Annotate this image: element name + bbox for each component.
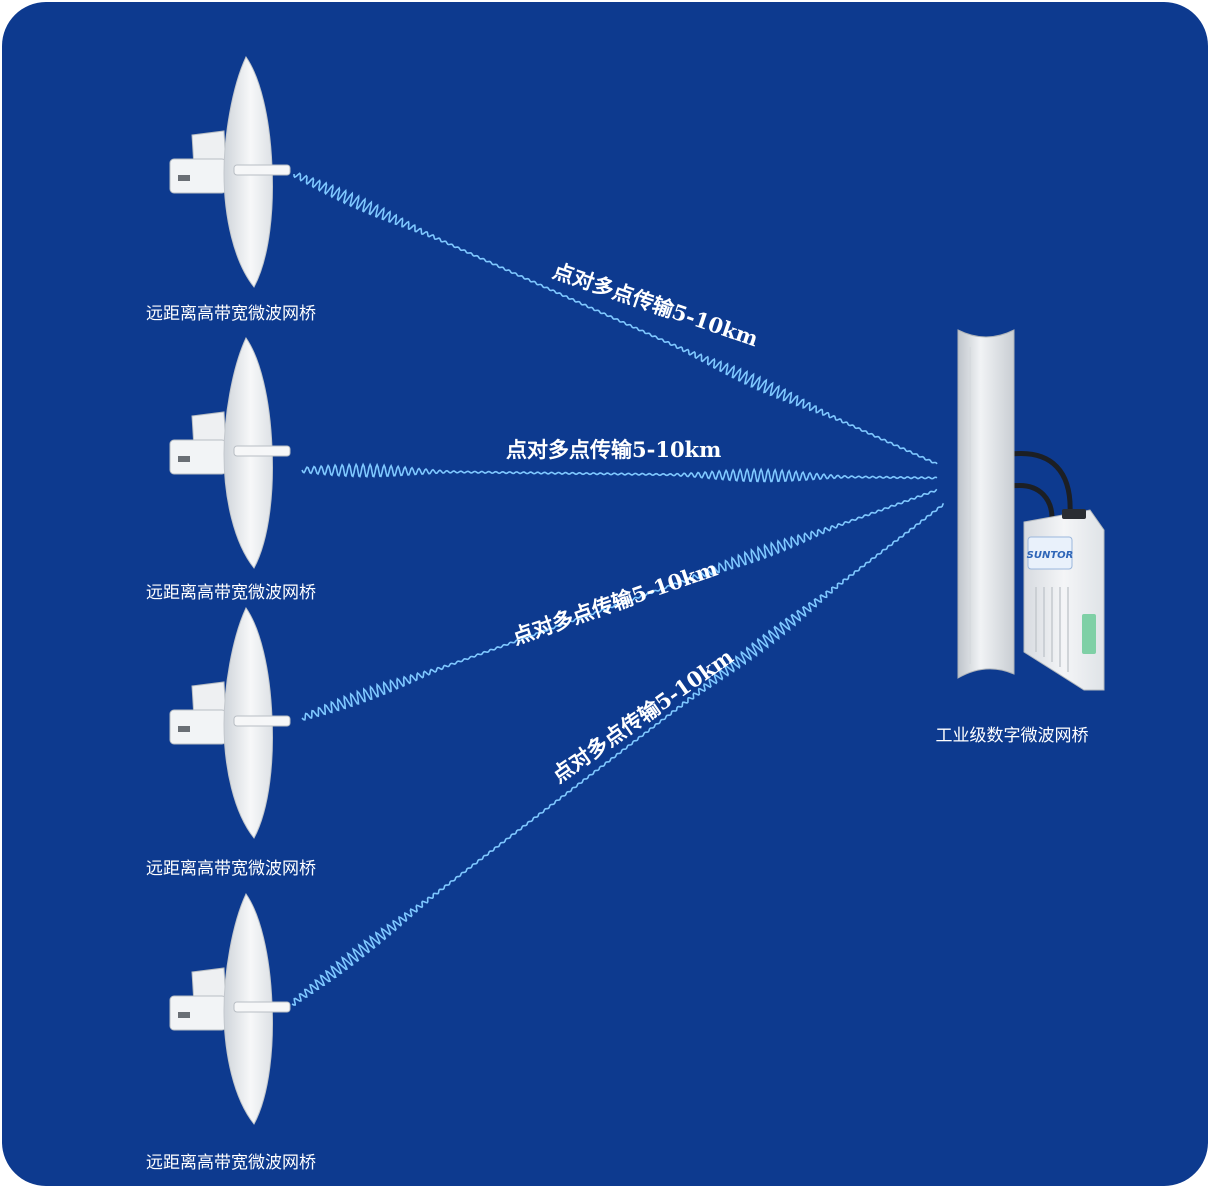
- signal-waves: [291, 172, 945, 1006]
- cable-1: [1011, 451, 1073, 515]
- dish-antenna-icon-2: [169, 337, 291, 569]
- signal-wave-4: [291, 502, 945, 1006]
- base-station-label: 工业级数字微波网桥: [935, 726, 1089, 746]
- sector-antenna-icon: [957, 329, 1015, 679]
- dish-label-2: 远距离高带宽微波网桥: [146, 583, 316, 603]
- signal-wave-3: [301, 488, 938, 721]
- base-station: SUNTOR: [957, 329, 1105, 691]
- dish-label-1: 远距离高带宽微波网桥: [146, 304, 316, 324]
- dish-antenna-icon-4: [169, 893, 291, 1125]
- dish-label-4: 远距离高带宽微波网桥: [146, 1153, 316, 1173]
- dish-label-3: 远距离高带宽微波网桥: [146, 859, 316, 879]
- signal-wave-2: [301, 462, 938, 483]
- signal-wave-1: [293, 172, 938, 465]
- dish-antenna-icon-1: [169, 56, 291, 288]
- dish-antennas: [169, 56, 291, 1125]
- brand-logo: SUNTOR: [1027, 550, 1074, 561]
- dish-antenna-icon-3: [169, 607, 291, 839]
- cable-2: [1011, 483, 1055, 519]
- link-label-2: 点对多点传输5-10km: [506, 437, 722, 462]
